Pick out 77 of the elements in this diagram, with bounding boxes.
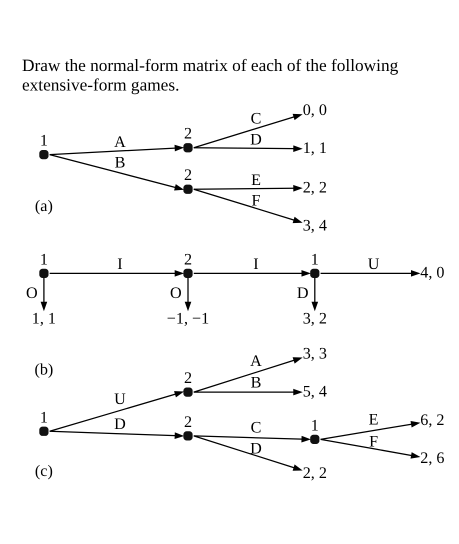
arrow: [50, 430, 184, 438]
arrow: [194, 184, 303, 192]
arrow: [194, 356, 303, 392]
node-circle: [39, 150, 49, 159]
arrow: [40, 277, 48, 311]
edge-label: E: [251, 171, 261, 188]
node-circle: [183, 268, 193, 278]
node-label: 2: [184, 166, 192, 184]
node-text: −1, −1: [166, 310, 210, 328]
edge-label: D: [250, 130, 262, 148]
node-circle: [310, 434, 320, 444]
edge-label: I: [117, 255, 123, 272]
arrow: [194, 434, 303, 470]
arrow: [194, 434, 311, 442]
label: (a): [34, 197, 53, 214]
node-text: 4, 0: [420, 264, 444, 282]
arrow: [194, 188, 303, 223]
node-label: 1: [310, 416, 319, 434]
node-text: 5, 4: [302, 382, 327, 400]
node-text: 1, 1: [302, 140, 327, 157]
node-label: 2: [184, 413, 192, 430]
edge-label: C: [250, 419, 262, 436]
arrow: [194, 270, 311, 276]
edge-label: D: [114, 416, 126, 433]
node-label: 2: [184, 370, 192, 387]
node-text: 3, 4: [302, 216, 327, 234]
edge-label: A: [114, 133, 126, 150]
edge-label: U: [368, 255, 380, 272]
edge-label: I: [253, 255, 259, 272]
arrow: [50, 144, 184, 155]
arrow: [320, 438, 420, 458]
edge-label: O: [170, 284, 182, 302]
arrow: [50, 270, 184, 276]
edge-label: O: [26, 284, 38, 302]
node-text: 2, 2: [302, 464, 327, 482]
edge-label: E: [368, 411, 379, 428]
arrow: [194, 113, 303, 148]
node-circle: [183, 387, 193, 396]
arrow: [49, 390, 184, 432]
node-label: 1: [310, 250, 319, 268]
arrow: [194, 388, 303, 395]
edge-label: A: [250, 352, 262, 370]
arrow: [312, 277, 318, 311]
diagram-title: Draw the normal-form matrix of each of the following extensive-form games.: [22, 56, 398, 94]
arrow: [184, 277, 192, 311]
label: (c): [34, 462, 53, 480]
node-label: 2: [184, 125, 192, 142]
node-circle: [183, 184, 193, 194]
edge-label: D: [296, 284, 309, 302]
node-text: 1, 1: [32, 310, 56, 328]
node-text: 2, 2: [302, 178, 327, 196]
edge-label: B: [250, 374, 262, 392]
node-circle: [183, 142, 193, 152]
edge-label: U: [114, 390, 126, 408]
edge-label: C: [250, 110, 262, 128]
node-circle: [310, 268, 320, 278]
label: (b): [34, 360, 54, 378]
node-text: 2, 6: [420, 450, 444, 467]
arrow: [320, 270, 420, 276]
edge-label: B: [114, 154, 126, 172]
node-text: 3, 2: [302, 310, 327, 328]
arrow: [50, 154, 184, 190]
edge-label: F: [252, 192, 260, 210]
node-label: 1: [40, 250, 48, 268]
node-circle: [39, 268, 49, 278]
arrow: [320, 420, 420, 440]
node-label: 1: [40, 408, 48, 426]
arrow: [194, 144, 303, 152]
node-circle: [183, 430, 193, 440]
node-text: 6, 2: [420, 412, 444, 429]
node-text: 0, 0: [302, 102, 327, 119]
node-circle: [39, 426, 49, 436]
node-label: 2: [184, 250, 192, 268]
node-label: 1: [40, 132, 48, 150]
node-text: 3, 3: [302, 344, 327, 362]
edge-label: F: [369, 433, 378, 450]
edge-label: D: [250, 440, 262, 457]
